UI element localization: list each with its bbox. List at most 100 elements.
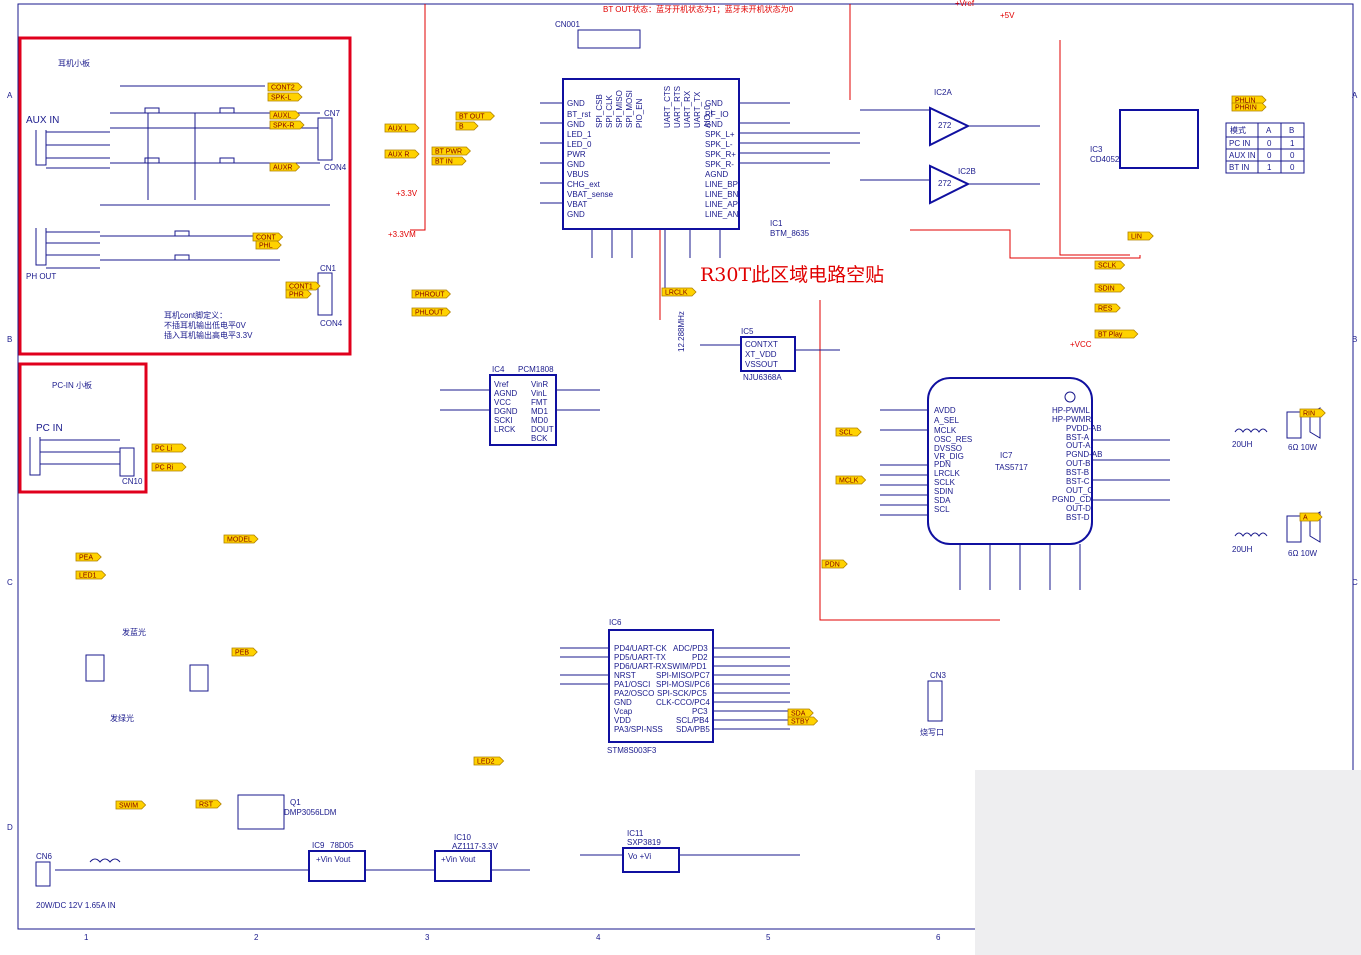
- opamp-ic2b: IC2B 272: [929, 164, 976, 205]
- svg-text:PHLOUT: PHLOUT: [415, 310, 444, 317]
- net-tag-bt-play: BT Play: [1094, 329, 1139, 339]
- svg-text:SDA: SDA: [791, 711, 806, 718]
- svg-text:SPI_CLK: SPI_CLK: [605, 94, 614, 128]
- svg-text:PA1/OSCI: PA1/OSCI: [614, 680, 650, 689]
- svg-text:TAS5717: TAS5717: [995, 463, 1028, 472]
- svg-text:VR_DIG: VR_DIG: [934, 452, 964, 461]
- net-tag-pc-li: PC Li: [151, 443, 187, 453]
- svg-text:+Vref: +Vref: [955, 0, 975, 8]
- svg-text:LRCK: LRCK: [494, 425, 516, 434]
- svg-text:SCKI: SCKI: [494, 416, 513, 425]
- bt-module-ic1: [562, 78, 740, 230]
- row-B: B: [7, 335, 12, 344]
- svg-text:0: 0: [1290, 163, 1295, 172]
- svg-text:0: 0: [1290, 151, 1295, 160]
- speaker-r-stage: 20UH 6Ω 10W: [1232, 511, 1321, 558]
- svg-text:6Ω 10W: 6Ω 10W: [1288, 549, 1318, 558]
- svg-text:PC IN: PC IN: [1229, 139, 1251, 148]
- svg-text:SCL: SCL: [934, 505, 950, 514]
- col-5: 5: [766, 933, 771, 942]
- svg-text:CN3: CN3: [930, 671, 947, 680]
- svg-text:LINE_BN: LINE_BN: [705, 190, 739, 199]
- svg-text:1: 1: [1290, 139, 1295, 148]
- svg-text:OUT-B: OUT-B: [1066, 459, 1090, 468]
- svg-text:PHROUT: PHROUT: [415, 292, 445, 299]
- mode-table-header-mode: 模式: [1230, 125, 1246, 135]
- svg-text:A: A: [1303, 515, 1308, 522]
- svg-text:AUX IN: AUX IN: [1229, 151, 1256, 160]
- bt-out-state-note: BT OUT状态：蓝牙开机状态为1；蓝牙未开机状态为0: [603, 4, 794, 14]
- svg-text:LINE_BP: LINE_BP: [705, 180, 738, 189]
- svg-text:VBUS: VBUS: [567, 170, 589, 179]
- svg-text:LINE_AN: LINE_AN: [705, 210, 739, 219]
- svg-text:AUXR: AUXR: [273, 165, 292, 172]
- regulator-ic9: [308, 850, 366, 882]
- svg-text:SWIM/PD1: SWIM/PD1: [667, 662, 707, 671]
- svg-text:AGND: AGND: [494, 389, 517, 398]
- svg-text:PHL: PHL: [259, 243, 273, 250]
- svg-text:Vref: Vref: [494, 380, 509, 389]
- svg-text:+Vin Vout: +Vin Vout: [316, 855, 351, 864]
- svg-text:MCLK: MCLK: [839, 478, 859, 485]
- svg-text:CHG_ext: CHG_ext: [567, 180, 601, 189]
- svg-text:BT IN: BT IN: [1229, 163, 1250, 172]
- column-markers: 1 2 3 4 5 6: [84, 933, 941, 942]
- svg-text:AUX R: AUX R: [388, 152, 409, 159]
- svg-text:SPI_MOSI: SPI_MOSI: [625, 90, 634, 128]
- svg-text:AZ1117-3.3V: AZ1117-3.3V: [452, 842, 499, 851]
- net-tag-b: B: [455, 121, 479, 131]
- svg-text:AUXL: AUXL: [273, 113, 291, 120]
- svg-text:SPK_L+: SPK_L+: [705, 130, 735, 139]
- svg-text:VBAT: VBAT: [567, 200, 587, 209]
- regulator-ic10: [434, 850, 492, 882]
- svg-text:A: A: [1352, 91, 1358, 100]
- svg-text:6Ω 10W: 6Ω 10W: [1288, 443, 1318, 452]
- svg-text:PC3: PC3: [692, 707, 708, 716]
- svg-text:IC11: IC11: [627, 829, 644, 838]
- svg-text:CON4: CON4: [320, 319, 343, 328]
- svg-text:GND: GND: [567, 120, 585, 129]
- svg-text:GND: GND: [567, 210, 585, 219]
- svg-text:PEB: PEB: [235, 650, 249, 657]
- svg-text:SPI-MISO/PC7: SPI-MISO/PC7: [656, 671, 710, 680]
- svg-text:IC4: IC4: [492, 365, 505, 374]
- svg-text:CN001: CN001: [555, 20, 580, 29]
- svg-text:PD6/UART-RX: PD6/UART-RX: [614, 662, 667, 671]
- svg-text:DMP3056LDM: DMP3056LDM: [284, 808, 337, 817]
- svg-text:LIN: LIN: [1131, 234, 1142, 241]
- svg-text:0: 0: [1267, 139, 1272, 148]
- svg-text:VBAT_sense: VBAT_sense: [567, 190, 614, 199]
- connector-cn3: [927, 680, 943, 722]
- net-tag-res: RES: [1094, 303, 1121, 313]
- svg-text:UART_RTS: UART_RTS: [673, 86, 682, 128]
- led1: [85, 654, 105, 682]
- svg-text:CD4052: CD4052: [1090, 155, 1120, 164]
- net-tag-cont: CONT: [252, 232, 284, 242]
- svg-text:0: 0: [1267, 151, 1272, 160]
- svg-text:SPI-MOSI/PC6: SPI-MOSI/PC6: [656, 680, 710, 689]
- net-tag-stby: STBY: [787, 716, 819, 726]
- svg-text:HP-PWMR: HP-PWMR: [1052, 415, 1091, 424]
- ic1-right-pins: GND RF_IO GND SPK_L+ SPK_L- SPK_R+ SPK_R…: [705, 99, 739, 219]
- net-tag-pc-ri: PC Ri: [151, 462, 187, 472]
- net-tag-bt-pwr: BT PWR: [431, 146, 471, 156]
- cont-pin-note-1: 耳机cont脚定义：: [164, 310, 227, 320]
- svg-text:CONTXT: CONTXT: [745, 340, 778, 349]
- svg-text:RF_IO: RF_IO: [705, 110, 729, 119]
- ic7-left-pins: AVDD A_SEL MCLK OSC_RES DVSSO VR_DIG PDN…: [934, 406, 972, 514]
- svg-text:STBY: STBY: [791, 719, 810, 726]
- svg-text:CLK-CCO/PC4: CLK-CCO/PC4: [656, 698, 710, 707]
- svg-text:VSSOUT: VSSOUT: [745, 360, 778, 369]
- svg-text:IC5: IC5: [741, 327, 754, 336]
- ic7-pin-stubs: [880, 409, 1170, 590]
- svg-text:1: 1: [1267, 163, 1272, 172]
- svg-text:PCM1808: PCM1808: [518, 365, 554, 374]
- svg-text:PGND_CD: PGND_CD: [1052, 495, 1091, 504]
- net-tag-mclk: MCLK: [835, 475, 867, 485]
- ph-out-label: PH OUT: [26, 272, 56, 281]
- net-tag-spk-l: SPK-L: [267, 92, 303, 102]
- ic1-top-pins: SPI_CSB SPI_CLK SPI_MISO SPI_MOSI PIO_EN…: [595, 86, 712, 128]
- svg-text:UART_CTS: UART_CTS: [663, 86, 672, 128]
- net-tag-cont1: CONT1: [285, 281, 321, 291]
